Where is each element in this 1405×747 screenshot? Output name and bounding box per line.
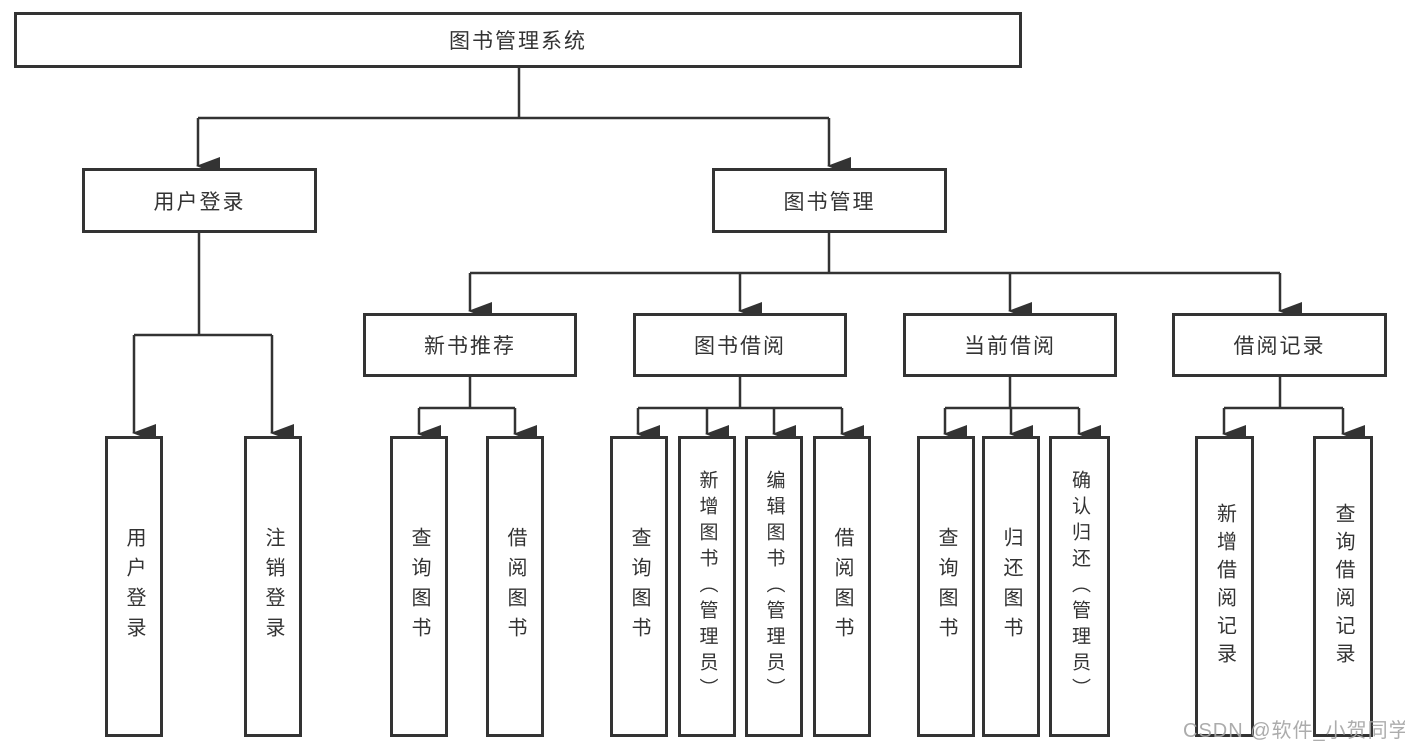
node-root-label: 图书管理系统 (449, 30, 587, 53)
node-new-book-recommend-label: 新书推荐 (424, 335, 516, 358)
leaf-edit-books-admin-label: 编辑图书（管理员） (763, 469, 785, 704)
node-user-login-label: 用户登录 (153, 190, 246, 214)
leaf-user-login-label: 用户登录 (123, 526, 145, 647)
leaf-return-books: 归还图书 (982, 436, 1040, 737)
leaf-add-books-admin-label: 新增图书（管理员） (696, 469, 718, 704)
node-root-system: 图书管理系统 (14, 12, 1022, 68)
leaf-add-borrow-record-label: 新增借阅记录 (1213, 502, 1236, 671)
leaf-return-books-label: 归还图书 (1000, 526, 1022, 647)
leaf-borrow-books-recommend-label: 借阅图书 (504, 526, 526, 647)
node-book-management: 图书管理 (712, 168, 947, 233)
leaf-query-books-recommend-label: 查询图书 (408, 526, 430, 647)
node-user-login: 用户登录 (82, 168, 317, 233)
leaf-query-borrow-record: 查询借阅记录 (1313, 436, 1373, 737)
node-borrow-records-label: 借阅记录 (1233, 335, 1326, 358)
node-book-borrow-label: 图书借阅 (694, 335, 786, 358)
node-book-borrow: 图书借阅 (633, 313, 847, 377)
leaf-borrow-books: 借阅图书 (813, 436, 871, 737)
leaf-borrow-books-label: 借阅图书 (831, 526, 853, 647)
leaf-confirm-return-admin-label: 确认归还（管理员） (1069, 469, 1090, 704)
leaf-logout: 注销登录 (244, 436, 302, 737)
leaf-query-borrow-record-label: 查询借阅记录 (1332, 502, 1354, 671)
leaf-query-books-borrow: 查询图书 (610, 436, 668, 737)
leaf-confirm-return-admin: 确认归还（管理员） (1049, 436, 1110, 737)
leaf-logout-label: 注销登录 (262, 526, 284, 647)
leaf-query-books-borrow-label: 查询图书 (628, 526, 650, 647)
leaf-query-books-current-label: 查询图书 (935, 526, 957, 647)
leaf-borrow-books-recommend: 借阅图书 (486, 436, 544, 737)
node-current-borrow: 当前借阅 (903, 313, 1117, 377)
leaf-user-login: 用户登录 (105, 436, 163, 737)
node-borrow-records: 借阅记录 (1172, 313, 1387, 377)
node-book-management-label: 图书管理 (783, 190, 876, 214)
node-new-book-recommend: 新书推荐 (363, 313, 577, 377)
csdn-watermark: CSDN @软件_小贺同学 (1183, 720, 1405, 742)
leaf-query-books-current: 查询图书 (917, 436, 975, 737)
leaf-add-books-admin: 新增图书（管理员） (678, 436, 736, 737)
leaf-add-borrow-record: 新增借阅记录 (1195, 436, 1254, 737)
node-current-borrow-label: 当前借阅 (964, 335, 1056, 358)
leaf-edit-books-admin: 编辑图书（管理员） (745, 436, 803, 737)
leaf-query-books-recommend: 查询图书 (390, 436, 448, 737)
